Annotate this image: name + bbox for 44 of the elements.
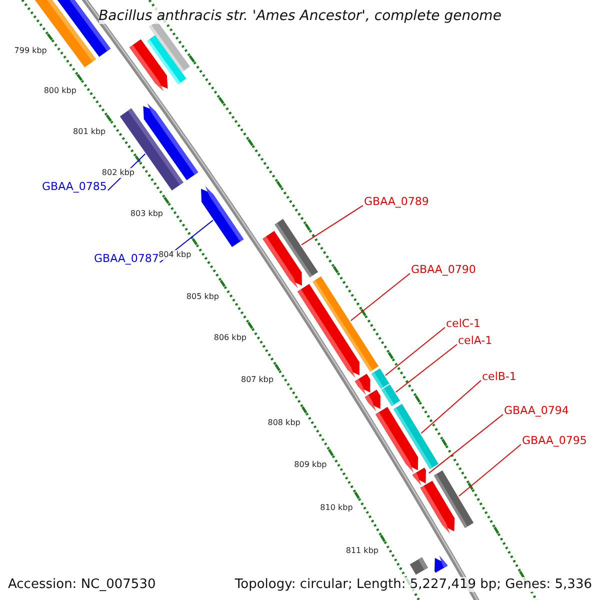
gene-block: [410, 557, 428, 575]
position-label: 802 kbp: [102, 168, 134, 178]
gene-feature: [354, 374, 370, 396]
position-label: 811 kbp: [346, 546, 378, 556]
position-label: 800 kbp: [44, 86, 76, 96]
gene-block: [371, 368, 390, 389]
genome-summary-text: Topology: circular; Length: 5,227,419 bp; Genes: 5,336: [234, 577, 592, 592]
gene-label: GBAA_0785: [42, 180, 107, 193]
gene-block: [393, 404, 438, 469]
gene-label: GBAA_0795: [522, 434, 587, 447]
leader-line: [420, 380, 482, 434]
gene-feature: [434, 555, 448, 573]
position-label: 805 kbp: [186, 292, 219, 302]
gene-feature: [143, 103, 198, 180]
gene-block: [381, 384, 400, 406]
gene-feature: [412, 468, 426, 486]
position-label: 804 kbp: [158, 250, 192, 260]
position-label: 809 kbp: [294, 460, 327, 470]
position-label: 803 kbp: [130, 208, 163, 219]
gene-label: GBAA_0794: [504, 404, 569, 417]
gene-label: celA-1: [458, 334, 492, 347]
gene-feature: [364, 390, 380, 412]
leader-line: [385, 326, 446, 376]
position-label: 810 kbp: [320, 502, 353, 513]
gene-label: GBAA_0789: [364, 195, 429, 208]
accession-text: Accession: NC_007530: [8, 577, 156, 592]
gene-block: [274, 218, 318, 278]
leader-line: [301, 204, 364, 246]
position-label: 807 kbp: [240, 375, 274, 386]
gene-label: GBAA_0790: [411, 263, 476, 276]
position-label: 808 kbp: [268, 418, 300, 428]
gene-label: celB-1: [482, 370, 516, 383]
position-label: 799 kbp: [14, 46, 47, 56]
leader-line: [395, 344, 458, 393]
leader-line: [458, 444, 522, 497]
gene-block: [312, 276, 379, 372]
position-label: 806 kbp: [214, 333, 246, 344]
map-title: Bacillus anthracis str. 'Ames Ancestor', complete genome: [98, 8, 502, 24]
gene-feature: [201, 186, 244, 247]
gene-block: [434, 470, 474, 528]
leader-line: [350, 272, 410, 322]
gene-label: celC-1: [446, 317, 481, 330]
gene-label: GBAA_0787: [94, 252, 159, 265]
position-label: 801 kbp: [73, 127, 106, 138]
